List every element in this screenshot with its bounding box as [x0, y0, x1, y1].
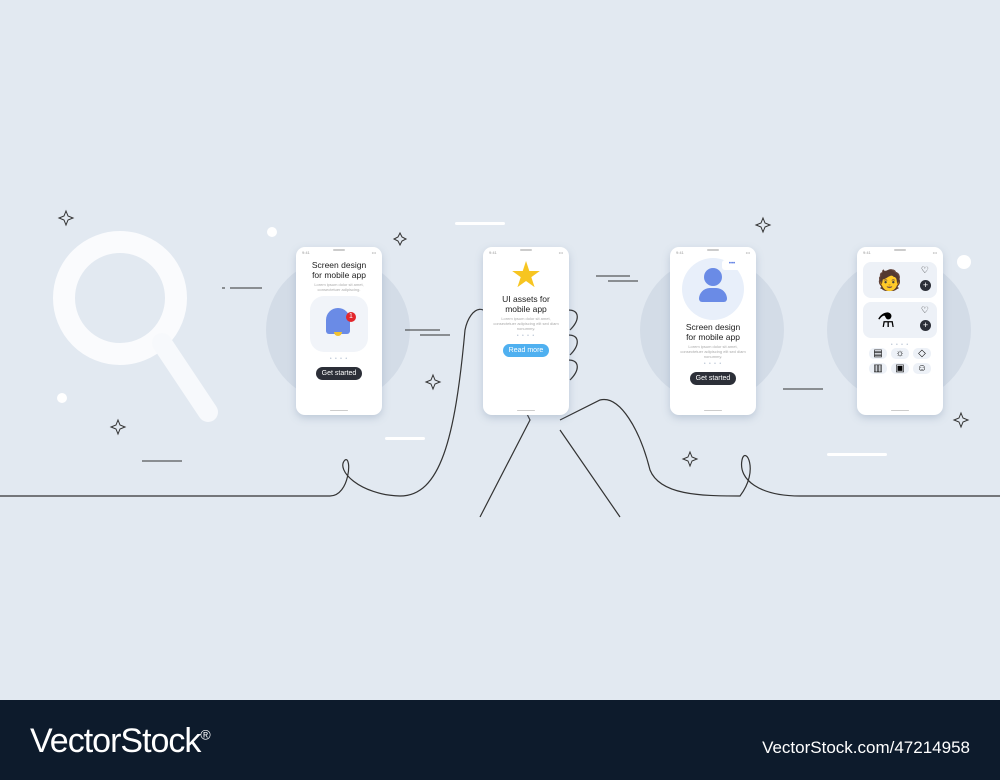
phone-description: Lorem ipsum dolor sit amet, consectetuer…: [314, 282, 364, 292]
footer-bar: VectorStock® VectorStock.com/47214958: [0, 700, 1000, 780]
vectorstock-logo: VectorStock®: [30, 722, 211, 760]
add-icon[interactable]: +: [920, 280, 931, 291]
image-id: VectorStock.com/47214958: [762, 738, 970, 757]
board-icon[interactable]: ▣: [891, 363, 909, 374]
phone-description: Lorem ipsum dolor sit amet, consectetuer…: [680, 344, 746, 359]
get-started-button[interactable]: Get started: [689, 372, 737, 385]
heart-icon[interactable]: ♡: [920, 305, 929, 315]
icon-grid: ▤ ☼ ◇ ▥ ▣ ☺: [857, 348, 943, 374]
phone-screen-4: 9:41••• 🧑♡+ ⚗♡+ • • • • ▤ ☼ ◇ ▥ ▣ ☺: [857, 247, 943, 415]
bell-icon: 1: [310, 296, 368, 352]
get-started-button[interactable]: Get started: [315, 367, 363, 380]
phone-description: Lorem ipsum dolor sit amet, consectetuer…: [493, 316, 559, 331]
decor-svg: [0, 209, 1000, 518]
alien-icon[interactable]: ☺: [913, 363, 931, 374]
read-more-button[interactable]: Read more: [502, 344, 550, 357]
magnifier-icon: [53, 231, 218, 422]
idea-icon[interactable]: ☼: [891, 348, 909, 359]
notification-badge: 1: [346, 312, 356, 322]
icon-card[interactable]: 🧑 ♡ +: [863, 262, 937, 298]
user-chat-icon: •••: [682, 258, 744, 320]
diamond-icon[interactable]: ◇: [913, 348, 931, 359]
star-icon: ★: [509, 254, 543, 295]
page-dots: • • • •: [329, 356, 349, 362]
book-icon[interactable]: ▥: [869, 363, 887, 374]
heart-icon[interactable]: ♡: [920, 265, 929, 275]
icon-card[interactable]: ⚗ ♡ +: [863, 302, 937, 338]
chemistry-flask-icon: ⚗: [877, 310, 895, 332]
add-icon[interactable]: +: [920, 320, 931, 331]
status-time: 9:41: [302, 250, 310, 255]
document-icon[interactable]: ▤: [869, 348, 887, 359]
confused-person-icon: 🧑: [877, 270, 902, 292]
